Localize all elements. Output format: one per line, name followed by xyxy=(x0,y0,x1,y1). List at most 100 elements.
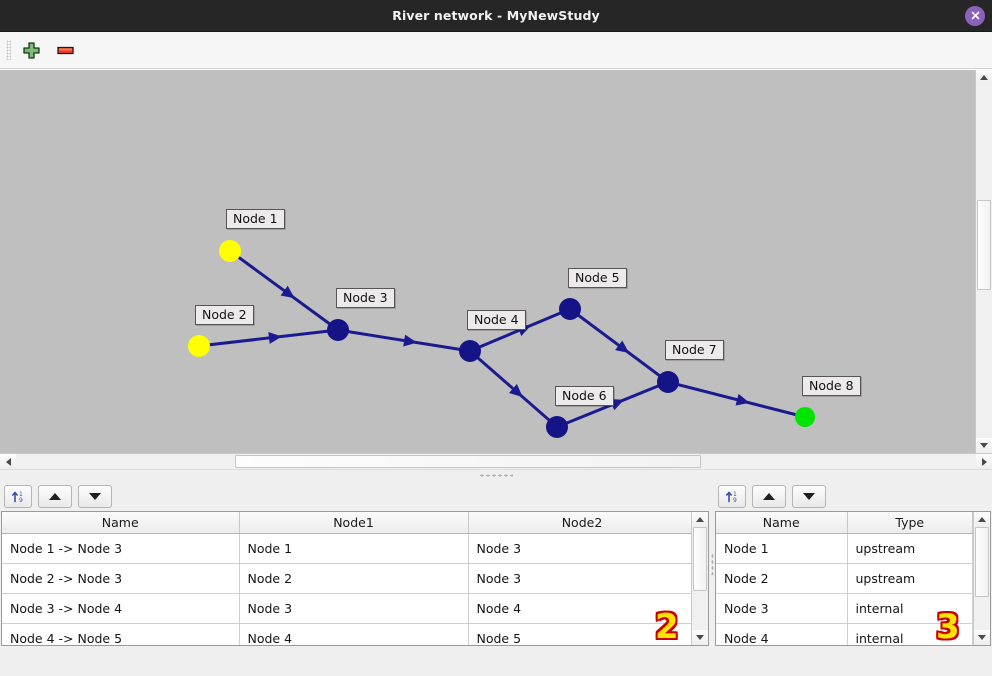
links-sort-button[interactable]: 1 9 xyxy=(4,484,32,508)
graph-node[interactable] xyxy=(559,298,581,320)
add-node-button[interactable] xyxy=(17,36,45,64)
table-cell[interactable]: internal xyxy=(847,623,973,645)
graph-hscroll-thumb[interactable] xyxy=(235,455,701,468)
graph-node-label[interactable]: Node 6 xyxy=(555,386,614,406)
graph-node[interactable] xyxy=(546,416,568,438)
nodes-table-toolbar: 1 9 xyxy=(714,481,992,511)
table-cell[interactable]: Node 4 xyxy=(239,623,469,645)
svg-text:9: 9 xyxy=(19,497,23,504)
graph-node-label[interactable]: Node 3 xyxy=(336,288,395,308)
graph-vscroll-thumb[interactable] xyxy=(977,200,991,290)
column-header[interactable]: Name xyxy=(2,512,240,534)
nodes-sort-button[interactable]: 1 9 xyxy=(718,484,746,508)
window-title: River network - MyNewStudy xyxy=(392,8,600,23)
triangle-down-icon xyxy=(89,492,101,500)
table-cell[interactable]: Node 3 xyxy=(468,563,691,594)
nodes-scroll-up-arrow[interactable] xyxy=(974,512,990,527)
graph-edge[interactable] xyxy=(198,328,339,348)
table-cell[interactable]: Node 5 xyxy=(468,623,691,645)
links-table-scrollbar[interactable] xyxy=(691,512,708,645)
vertical-splitter[interactable] xyxy=(710,481,714,646)
graph-node-label[interactable]: Node 7 xyxy=(665,340,724,360)
links-scroll-down-arrow[interactable] xyxy=(692,630,708,645)
graph-edge[interactable] xyxy=(337,328,471,353)
links-scroll-track[interactable] xyxy=(692,527,708,630)
table-cell[interactable]: Node 3 xyxy=(239,593,469,624)
nodes-scroll-track[interactable] xyxy=(974,527,990,630)
column-header[interactable]: Name xyxy=(716,512,848,534)
close-icon[interactable] xyxy=(965,5,985,26)
network-graph-canvas[interactable]: Node 1 Node 2 Node 3 Node 4 Node 5 Node 6 Node… xyxy=(0,70,975,453)
graph-edge[interactable] xyxy=(229,249,339,332)
nodes-move-down-button[interactable] xyxy=(792,484,826,508)
graph-hscroll-track[interactable] xyxy=(16,454,976,469)
links-scroll-up-arrow[interactable] xyxy=(692,512,708,527)
graph-edge[interactable] xyxy=(667,380,806,419)
graph-vertical-scrollbar[interactable] xyxy=(975,70,992,453)
graph-node-label[interactable]: Node 8 xyxy=(802,376,861,396)
links-scroll-thumb[interactable] xyxy=(693,527,707,591)
graph-edge-arrow xyxy=(735,393,750,406)
horizontal-splitter[interactable] xyxy=(0,469,992,481)
scroll-down-arrow[interactable] xyxy=(976,438,992,453)
table-cell[interactable]: Node 2 xyxy=(716,563,848,594)
table-cell[interactable]: Node 4 -> Node 5 xyxy=(2,623,240,645)
table-cell[interactable]: Node 1 xyxy=(716,533,848,564)
nodes-table-scrollbar[interactable] xyxy=(973,512,990,645)
graph-node[interactable] xyxy=(795,407,815,427)
table-cell[interactable]: internal xyxy=(847,593,973,624)
sort-icon: 1 9 xyxy=(11,491,23,504)
table-cell[interactable]: Node 3 -> Node 4 xyxy=(2,593,240,624)
graph-node[interactable] xyxy=(459,340,481,362)
links-move-down-button[interactable] xyxy=(78,484,112,508)
scroll-right-arrow[interactable] xyxy=(976,454,992,469)
nodes-scroll-thumb[interactable] xyxy=(975,527,989,597)
graph-edge-arrow xyxy=(615,340,630,354)
column-header[interactable]: Node1 xyxy=(239,512,469,534)
graph-node-label[interactable]: Node 5 xyxy=(568,268,627,288)
graph-node[interactable] xyxy=(657,371,679,393)
graph-node-label[interactable]: Node 4 xyxy=(467,310,526,330)
table-cell[interactable]: Node 2 xyxy=(239,563,469,594)
graph-horizontal-scrollbar[interactable] xyxy=(0,453,992,469)
graph-node[interactable] xyxy=(188,335,210,357)
table-cell[interactable]: Node 4 xyxy=(716,623,848,645)
table-cell[interactable]: Node 1 xyxy=(239,533,469,564)
graph-edge-arrow xyxy=(268,331,282,344)
toolbar-grip[interactable] xyxy=(6,40,11,60)
table-cell[interactable]: Node 4 xyxy=(468,593,691,624)
column-header[interactable]: Type xyxy=(847,512,973,534)
links-move-up-button[interactable] xyxy=(38,484,72,508)
table-cell[interactable]: Node 3 xyxy=(468,533,691,564)
remove-node-button[interactable] xyxy=(51,36,79,64)
table-cell[interactable]: Node 2 -> Node 3 xyxy=(2,563,240,594)
graph-node[interactable] xyxy=(327,319,349,341)
nodes-move-up-button[interactable] xyxy=(752,484,786,508)
status-strip xyxy=(0,646,992,676)
graph-node-label[interactable]: Node 2 xyxy=(195,305,254,325)
graph-node-label[interactable]: Node 1 xyxy=(226,209,285,229)
column-header[interactable]: Node2 xyxy=(468,512,691,534)
nodes-scroll-down-arrow[interactable] xyxy=(974,630,990,645)
scroll-left-arrow[interactable] xyxy=(0,454,16,469)
table-cell[interactable]: upstream xyxy=(847,533,973,564)
graph-node[interactable] xyxy=(219,240,241,262)
graph-vscroll-track[interactable] xyxy=(976,85,992,438)
table-cell[interactable]: upstream xyxy=(847,563,973,594)
scroll-up-arrow[interactable] xyxy=(976,70,992,85)
table-cell[interactable]: Node 3 xyxy=(716,593,848,624)
table-cell[interactable]: Node 1 -> Node 3 xyxy=(2,533,240,564)
